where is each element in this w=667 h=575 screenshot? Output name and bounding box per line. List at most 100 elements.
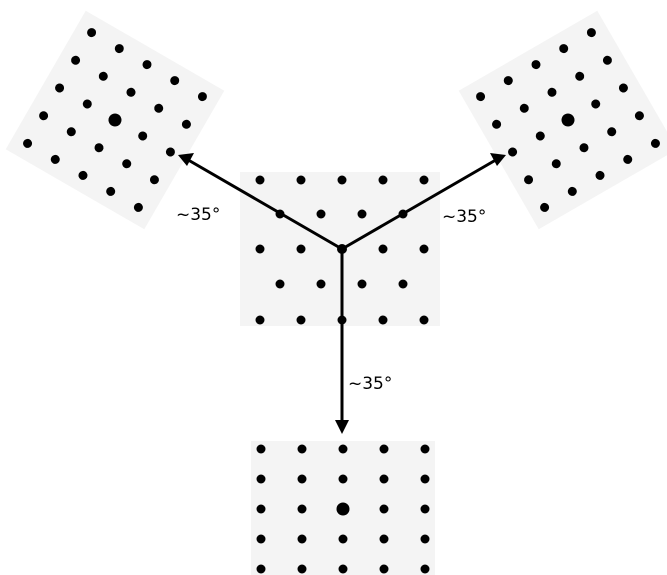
lattice-dot: [623, 154, 633, 164]
lattice-dot: [579, 143, 589, 153]
lattice-dot: [379, 534, 389, 544]
lattice-dot: [567, 186, 577, 196]
lattice-dot: [420, 474, 430, 484]
lattice-dot: [122, 159, 132, 169]
arrow-to-top-right-head: [490, 153, 506, 166]
lattice-dot: [503, 76, 513, 86]
lattice-dot: [297, 504, 307, 514]
lattice-dot: [39, 111, 49, 121]
arrow-to-top-left-line: [188, 159, 344, 251]
lattice-dot: [297, 444, 307, 454]
lattice-dot: [508, 147, 518, 157]
lattice-dot: [575, 71, 585, 81]
right-angle-label: ~35°: [442, 207, 486, 227]
lattice-dot: [255, 244, 265, 254]
lattice-dot: [296, 175, 306, 185]
left-angle-label: ~35°: [176, 205, 220, 225]
lattice-dot: [126, 87, 136, 97]
lattice-dot: [338, 564, 348, 574]
lattice-dot: [149, 175, 159, 185]
lattice-dot: [256, 504, 266, 514]
lattice-dot: [316, 209, 326, 219]
lattice-dot: [519, 103, 529, 113]
lattice-dot: [595, 170, 605, 180]
lattice-dot: [23, 138, 33, 148]
arrow-origin-dot: [337, 244, 347, 254]
lattice-dot: [197, 92, 207, 102]
lattice-dot: [94, 143, 104, 153]
lattice-dot: [419, 244, 429, 254]
lattice-dot: [297, 564, 307, 574]
lattice-dot: [378, 175, 388, 185]
lattice-dot: [420, 564, 430, 574]
lattice-dot: [378, 244, 388, 254]
lattice-dot: [98, 71, 108, 81]
lattice-dot: [650, 138, 660, 148]
lattice-dot: [87, 28, 97, 38]
lattice-dot: [547, 87, 557, 97]
lattice-dot: [492, 119, 502, 129]
lattice-dot: [476, 92, 486, 102]
lattice-dot: [296, 244, 306, 254]
lattice-dot: [106, 186, 116, 196]
lattice-dot: [142, 60, 152, 70]
bottom-square-lattice: [251, 441, 435, 575]
lattice-dot: [634, 111, 644, 121]
lattice-dot: [256, 474, 266, 484]
lattice-dot: [559, 44, 569, 54]
lattice-dot: [50, 154, 60, 164]
top-right-rotated-square-lattice: [458, 10, 667, 230]
lattice-dot: [618, 83, 628, 93]
lattice-dot: [297, 534, 307, 544]
lattice-dot: [338, 474, 348, 484]
lattice-dot: [551, 159, 561, 169]
lattice-dot: [256, 444, 266, 454]
lattice-dot: [379, 444, 389, 454]
lattice-dot: [357, 279, 367, 289]
lattice-dot: [316, 279, 326, 289]
lattice-dot: [55, 83, 65, 93]
lattice-dot: [586, 28, 596, 38]
lattice-dot: [133, 202, 143, 212]
lattice-dot: [419, 315, 429, 325]
lattice-dot: [540, 202, 550, 212]
lattice-dot: [78, 170, 88, 180]
lattice-dot: [114, 44, 124, 54]
lattice-dot: [256, 564, 266, 574]
lattice-dot: [154, 103, 164, 113]
lattice-center-dot: [108, 113, 122, 127]
lattice-dot: [591, 99, 601, 109]
lattice-dot: [138, 131, 148, 141]
arrow-to-bottom-head: [335, 420, 349, 434]
lattice-dot: [420, 534, 430, 544]
lattice-dot: [255, 315, 265, 325]
lattice-dot: [524, 175, 534, 185]
lattice-dot: [170, 76, 180, 86]
lattice-dot: [181, 119, 191, 129]
arrow-to-top-right-line: [340, 159, 496, 251]
lattice-dot: [357, 209, 367, 219]
arrow-to-top-left-head: [178, 153, 194, 166]
lattice-dot: [531, 60, 541, 70]
lattice-dot: [338, 534, 348, 544]
lattice-dot: [420, 504, 430, 514]
top-left-rotated-square-lattice: [5, 10, 225, 230]
lattice-dot: [66, 127, 76, 137]
lattice-dot: [378, 315, 388, 325]
lattice-dot: [296, 315, 306, 325]
lattice-dot: [379, 564, 389, 574]
lattice-dot: [275, 279, 285, 289]
lattice-dot: [602, 55, 612, 65]
lattice-dot: [338, 444, 348, 454]
arrows: [178, 153, 506, 434]
lattice-dot: [379, 474, 389, 484]
lattice-center-dot: [336, 502, 350, 516]
lattice-dot: [379, 504, 389, 514]
lattice-dot: [607, 127, 617, 137]
lattice-dot: [398, 279, 408, 289]
lattice-dot: [82, 99, 92, 109]
lattice-dot: [255, 175, 265, 185]
lattice-center-dot: [561, 113, 575, 127]
bottom-angle-label: ~35°: [348, 374, 392, 394]
